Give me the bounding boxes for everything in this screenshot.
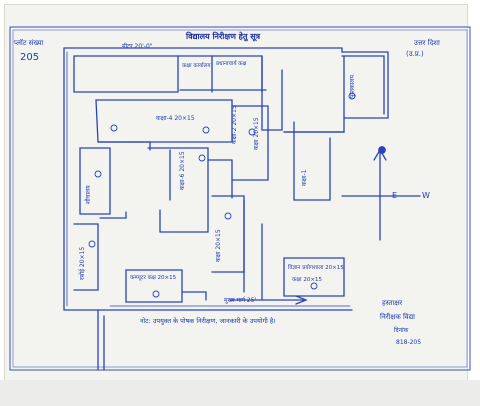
north-subtext: (उ.प्र.) xyxy=(406,50,424,58)
room-label: कक्षा-6 20×15 xyxy=(179,151,186,190)
top-measure: मीटर 20'-0" xyxy=(122,43,153,50)
signature-line-3: दिनांक xyxy=(394,327,409,334)
signature-line-1: हस्ताक्षर xyxy=(382,299,403,307)
drawing-title: विद्यालय निरीक्षण हेतु सूत्र xyxy=(186,32,261,41)
footer-note: नोट: उपयुक्त के पोषक निरीक्षण, जानकारी क… xyxy=(140,317,276,325)
room-label: कक्षा-2 20×15 xyxy=(231,105,238,144)
paper xyxy=(4,4,468,382)
outer-frame xyxy=(9,26,471,371)
room-label: विज्ञान प्रयोगशाला 20×15 xyxy=(288,265,344,271)
room-label: कक्षा 20×15 xyxy=(215,229,222,262)
signature-line-2: निरीक्षक विद्या xyxy=(380,313,415,321)
room-label: कक्षा 20×15 xyxy=(292,277,322,283)
boundary-top xyxy=(63,47,389,133)
room-label: पुस्तकालय xyxy=(349,75,356,98)
room-label: प्रधानाचार्य कक्ष xyxy=(216,61,247,67)
plot-number: 205 xyxy=(20,52,40,63)
room-label: कक्षा-1 xyxy=(301,169,308,186)
room-label: कक्षा 20×15 xyxy=(253,117,260,150)
room-label: कम्प्यूटर कक्ष 20×15 xyxy=(130,275,177,281)
room-label: शौचालय xyxy=(85,185,92,204)
north-label: उत्तर दिशा xyxy=(414,39,440,47)
room-label: कक्षा-4 20×15 xyxy=(156,115,195,122)
plot-label: प्लॉट संख्या xyxy=(14,39,44,47)
compass-west: W xyxy=(422,191,430,200)
scan-bottom-strip xyxy=(0,380,480,406)
boundary-left xyxy=(63,47,105,311)
signature-line-4: 818-205 xyxy=(396,339,422,346)
room-label: रसोई 20×15 xyxy=(79,246,86,280)
room-label: कक्षा कार्यालय xyxy=(182,63,211,69)
road-label: मुख्य मार्ग 25' xyxy=(224,297,257,304)
compass-east: E xyxy=(392,191,398,200)
